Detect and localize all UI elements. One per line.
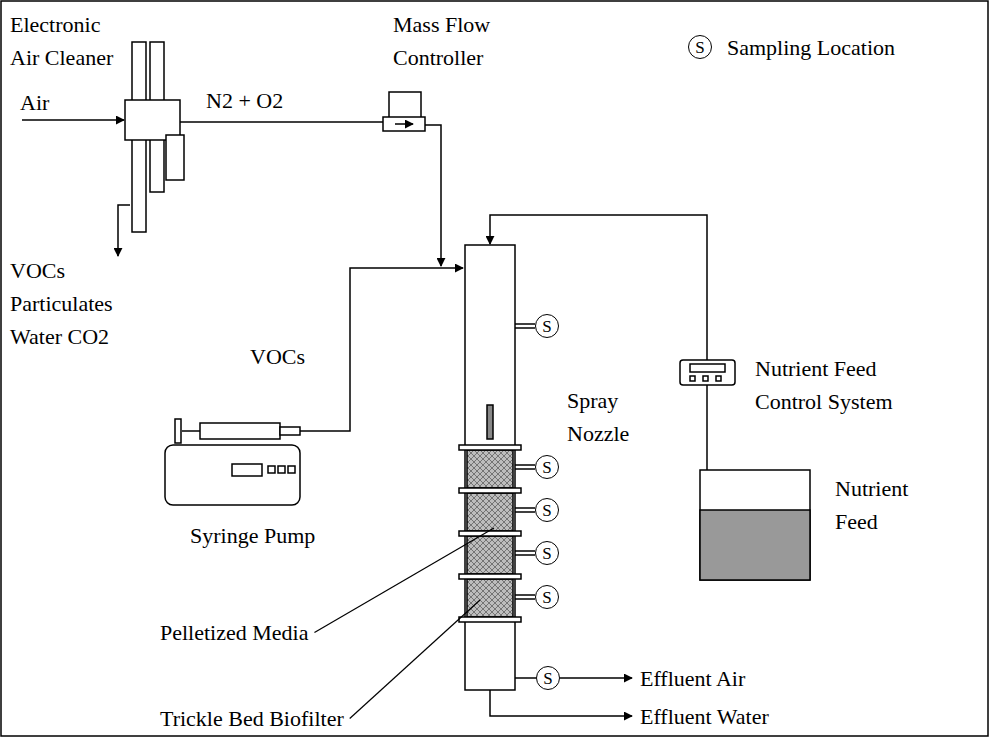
sampling-circle: S — [688, 35, 712, 59]
sampling-mark: S — [543, 670, 552, 687]
label-text: Electronic Air Cleaner — [10, 8, 130, 74]
label-text: Syringe Pump — [190, 519, 315, 552]
label-text: Nutrient Feed Control System — [755, 352, 905, 418]
label-text: Mass Flow Controller — [393, 8, 503, 74]
sampling-mark: S — [542, 502, 551, 519]
label-text: Trickle Bed Biofilter — [160, 702, 344, 735]
label-text: Spray Nozzle — [567, 384, 629, 450]
piping — [22, 120, 707, 716]
sampling-mark: S — [542, 589, 551, 606]
label-text: Nutrient Feed — [835, 472, 908, 538]
label-text: VOCs — [250, 340, 305, 373]
sampling-mark: S — [542, 545, 551, 562]
label-text: Pelletized Media — [160, 616, 308, 649]
label-text: Sampling Location — [727, 31, 895, 64]
sampling-circle: S — [535, 585, 559, 609]
label-text: Trickle Bed Biofilter — [160, 702, 344, 735]
label-text: Nutrient Feed — [835, 472, 908, 538]
label-text: N2 + O2 — [206, 84, 283, 117]
label-text: Nutrient Feed Control System — [755, 352, 905, 418]
label-text: VOCs — [250, 340, 305, 373]
label-text: Pelletized Media — [160, 616, 308, 649]
sampling-circle: S — [535, 455, 559, 479]
leader-line — [314, 528, 494, 633]
label-text: Mass Flow Controller — [393, 8, 503, 74]
sampling-circle: S — [535, 541, 559, 565]
sampling-mark: S — [695, 39, 704, 56]
mass-flow-controller — [383, 92, 425, 131]
air-cleaner — [125, 42, 184, 232]
sampling-circle: S — [535, 498, 559, 522]
label-text: Electronic Air Cleaner — [10, 8, 130, 74]
label-text: Air — [20, 86, 49, 119]
label-text: Spray Nozzle — [567, 384, 629, 450]
sampling-circle: S — [535, 314, 559, 338]
label-text: VOCs Particulates Water CO2 — [10, 254, 113, 353]
label-text: Effluent Water — [640, 700, 769, 733]
label-text: Syringe Pump — [190, 519, 315, 552]
label-text: Air — [20, 86, 49, 119]
biofilter-column — [459, 245, 521, 690]
leader-line — [350, 600, 480, 719]
sampling-mark: S — [542, 318, 551, 335]
label-text: Sampling Location — [727, 31, 895, 64]
label-text: VOCs Particulates Water CO2 — [10, 254, 113, 353]
label-text: Effluent Water — [640, 700, 769, 733]
sampling-mark: S — [542, 459, 551, 476]
syringe-pump — [165, 419, 345, 505]
label-text: Effluent Air — [640, 662, 745, 695]
sampling-circle: S — [536, 666, 560, 690]
label-text: Effluent Air — [640, 662, 745, 695]
label-text: N2 + O2 — [206, 84, 283, 117]
